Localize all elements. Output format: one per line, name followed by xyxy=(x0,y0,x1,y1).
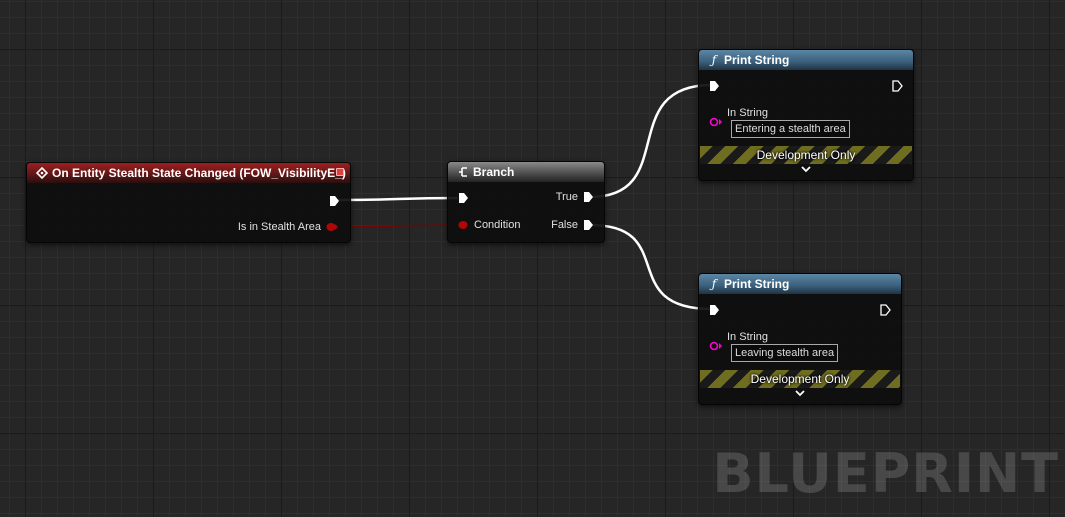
event-diamond-icon xyxy=(35,167,49,179)
exec-out-outline-icon xyxy=(880,304,891,316)
development-only-band: Development Only xyxy=(700,370,900,388)
stealth-area-label: Is in Stealth Area xyxy=(237,221,321,233)
exec-wire-false-to-print2[interactable] xyxy=(589,223,713,311)
function-f-icon: ƒ xyxy=(711,53,717,67)
exec-wire-event-to-branch[interactable] xyxy=(337,196,459,202)
exec-in-icon xyxy=(710,81,719,91)
stealth-area-output-pin[interactable]: Is in Stealth Area xyxy=(238,221,338,233)
chevron-down-icon[interactable] xyxy=(795,388,805,400)
in-string-pin[interactable]: In String xyxy=(727,107,768,119)
bool-pin-icon xyxy=(458,221,468,229)
true-label: True xyxy=(555,191,578,203)
exec-in-icon xyxy=(459,193,468,203)
exec-out-outline-icon xyxy=(892,80,903,92)
condition-label: Condition xyxy=(474,219,521,231)
exec-wire-true-to-print1[interactable] xyxy=(589,83,713,199)
print-string-node-1[interactable]: ƒ Print String In String Entering a stea… xyxy=(698,49,914,181)
development-only-label: Development Only xyxy=(750,372,850,386)
print-string-title: Print String xyxy=(724,277,790,291)
print-exec-out-pin[interactable] xyxy=(880,304,891,316)
event-node[interactable]: On Entity Stealth State Changed (FOW_Vis… xyxy=(26,162,351,243)
print-string-node-2[interactable]: ƒ Print String In String Leaving stealth… xyxy=(698,273,902,405)
branch-exec-in-pin[interactable] xyxy=(458,192,469,204)
branch-condition-pin[interactable]: Condition xyxy=(457,219,520,231)
string-pin-icon[interactable] xyxy=(709,117,723,127)
false-label: False xyxy=(551,219,578,231)
branch-false-pin[interactable]: False xyxy=(551,219,594,231)
branch-node-header[interactable]: Branch xyxy=(448,162,604,182)
exec-out-icon xyxy=(584,192,593,202)
in-string-label: In String xyxy=(727,331,768,343)
print-exec-in-pin[interactable] xyxy=(709,304,720,316)
event-node-title: On Entity Stealth State Changed (FOW_Vis… xyxy=(52,166,346,180)
exec-out-icon xyxy=(584,220,593,230)
delegate-pin-icon[interactable] xyxy=(336,168,344,176)
print-string-header[interactable]: ƒ Print String xyxy=(699,50,913,70)
exec-out-icon xyxy=(330,196,339,206)
bool-wire-stealth-to-condition[interactable] xyxy=(331,224,460,228)
development-only-band: Development Only xyxy=(700,146,912,164)
in-string-label: In String xyxy=(727,107,768,119)
in-string-input[interactable]: Leaving stealth area xyxy=(731,344,839,362)
event-exec-out-pin[interactable] xyxy=(329,195,340,207)
in-string-input[interactable]: Entering a stealth area xyxy=(731,120,850,138)
branch-icon xyxy=(456,166,470,178)
bool-pin-icon xyxy=(326,223,338,231)
chevron-down-icon[interactable] xyxy=(801,164,811,176)
in-string-pin[interactable]: In String xyxy=(727,331,768,343)
blueprint-watermark: BLUEPRINT xyxy=(712,442,1059,505)
string-pin-icon[interactable] xyxy=(709,341,723,351)
function-f-icon: ƒ xyxy=(711,277,717,291)
development-only-label: Development Only xyxy=(756,148,856,162)
branch-node-title: Branch xyxy=(473,165,515,179)
print-string-title: Print String xyxy=(724,53,790,67)
print-exec-out-pin[interactable] xyxy=(892,80,903,92)
print-exec-in-pin[interactable] xyxy=(709,80,720,92)
print-string-header[interactable]: ƒ Print String xyxy=(699,274,901,294)
branch-true-pin[interactable]: True xyxy=(556,191,594,203)
event-node-header[interactable]: On Entity Stealth State Changed (FOW_Vis… xyxy=(27,163,350,183)
branch-node[interactable]: Branch Condition True False xyxy=(447,161,605,243)
exec-in-icon xyxy=(710,305,719,315)
